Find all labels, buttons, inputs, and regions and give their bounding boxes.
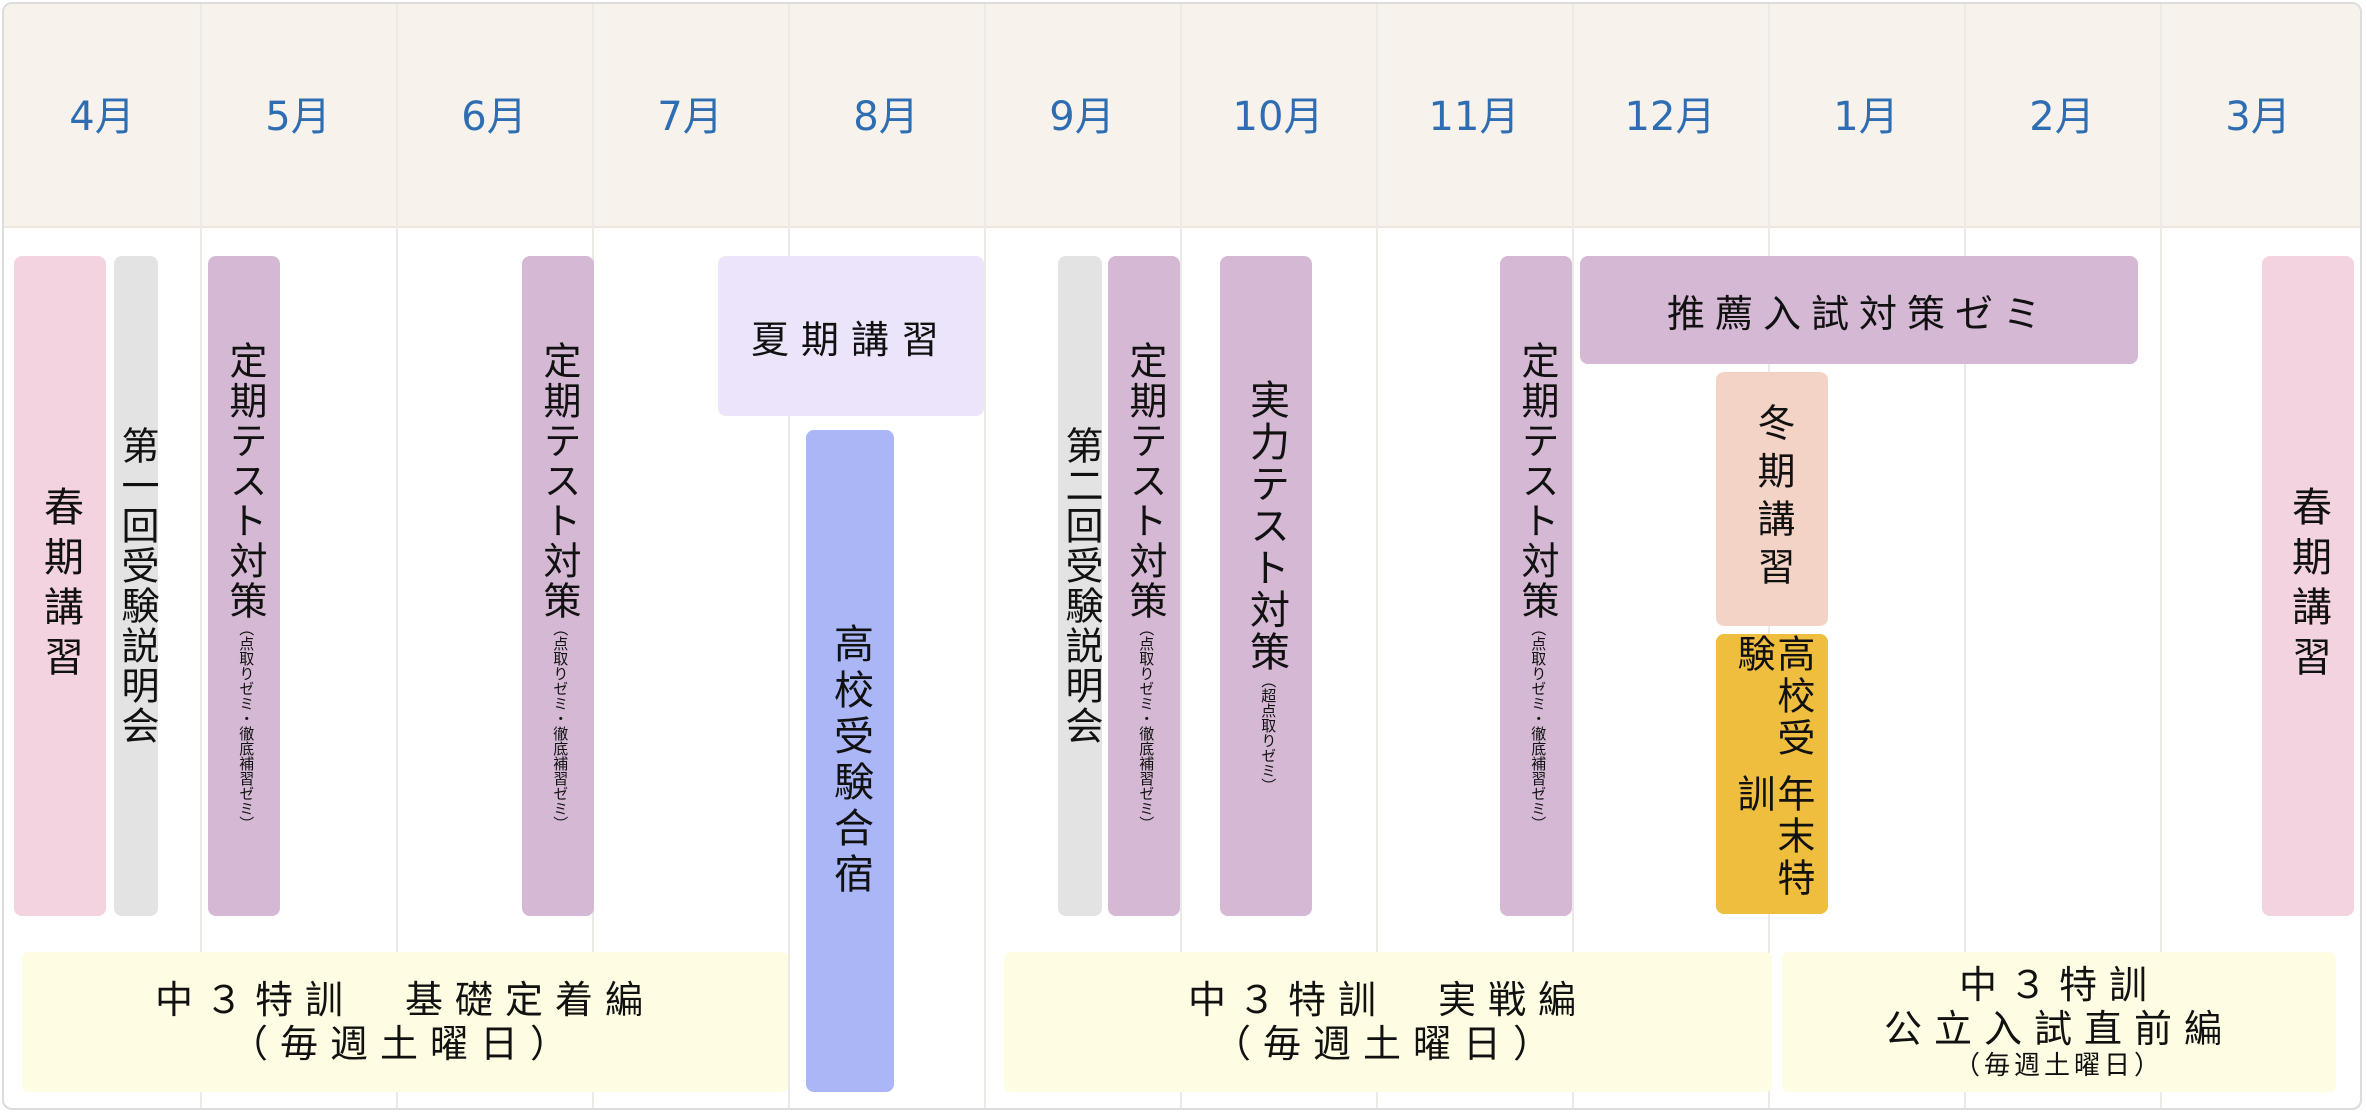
column-divider bbox=[1964, 4, 1966, 1108]
band-title: 中３特訓 実戦編 bbox=[1187, 978, 1588, 1022]
term-test-september: 定期テスト対策 （点取りゼミ・徹底補習ゼミ） bbox=[1108, 256, 1180, 916]
spring-course-march: 春期講習 bbox=[2262, 256, 2354, 916]
event-label: 夏期講習 bbox=[750, 317, 951, 362]
event-label: 定期テスト対策 bbox=[222, 341, 267, 621]
event-note: （点取りゼミ・徹底補習ゼミ） bbox=[1137, 621, 1156, 831]
proficiency-test-october: 実力テスト対策 （超点取りゼミ） bbox=[1220, 256, 1312, 916]
column-divider bbox=[396, 4, 398, 1108]
summer-course: 夏期講習 bbox=[718, 256, 984, 416]
month-april: 4月 bbox=[69, 94, 135, 140]
month-november: 11月 bbox=[1428, 94, 1520, 140]
exam-briefing-2: 第二回受験説明会 bbox=[1058, 256, 1103, 916]
event-label: 第二回受験説明会 bbox=[1058, 426, 1103, 746]
month-february: 2月 bbox=[2029, 94, 2095, 140]
month-december: 12月 bbox=[1624, 94, 1716, 140]
band-subtitle: 公立入試直前編 bbox=[1883, 1007, 2234, 1051]
band-basic: 中３特訓 基礎定着編 （毎週土曜日） bbox=[22, 952, 788, 1092]
band-public-exam: 中３特訓 公立入試直前編 （毎週土曜日） bbox=[1782, 952, 2336, 1092]
column-divider bbox=[984, 4, 986, 1108]
event-label-col2: 年末特訓 bbox=[1731, 774, 1815, 900]
column-divider bbox=[1376, 4, 1378, 1108]
event-note: （点取りゼミ・徹底補習ゼミ） bbox=[237, 621, 256, 831]
year-end-training: 高校受験 年末特訓 bbox=[1716, 634, 1828, 914]
column-divider bbox=[788, 4, 790, 1108]
band-schedule: （毎週土曜日） bbox=[1953, 1051, 2164, 1081]
event-label: 定期テスト対策 bbox=[536, 341, 581, 621]
event-label: 春期講習 bbox=[37, 486, 83, 686]
month-may: 5月 bbox=[265, 94, 331, 140]
event-note: （点取りゼミ・徹底補習ゼミ） bbox=[1529, 621, 1548, 831]
event-label: 第一回受験説明会 bbox=[114, 426, 159, 746]
month-september: 9月 bbox=[1049, 94, 1115, 140]
winter-course: 冬期講習 bbox=[1716, 372, 1828, 626]
month-october: 10月 bbox=[1232, 94, 1324, 140]
event-note: （超点取りゼミ） bbox=[1259, 673, 1278, 793]
spring-course-april: 春期講習 bbox=[14, 256, 106, 916]
event-label-col1: 高校受験 bbox=[1731, 634, 1815, 760]
term-test-may: 定期テスト対策 （点取りゼミ・徹底補習ゼミ） bbox=[208, 256, 280, 916]
month-august: 8月 bbox=[853, 94, 919, 140]
month-march: 3月 bbox=[2225, 94, 2291, 140]
band-schedule: （毎週土曜日） bbox=[1212, 1022, 1563, 1066]
event-label: 定期テスト対策 bbox=[1122, 341, 1167, 621]
event-label: 春期講習 bbox=[2285, 486, 2331, 686]
column-divider bbox=[1180, 4, 1182, 1108]
month-july: 7月 bbox=[657, 94, 723, 140]
band-title: 中３特訓 bbox=[1958, 963, 2159, 1007]
column-divider bbox=[200, 4, 202, 1108]
month-january: 1月 bbox=[1833, 94, 1899, 140]
band-schedule: （毎週土曜日） bbox=[229, 1022, 580, 1066]
event-label: 定期テスト対策 bbox=[1514, 341, 1559, 621]
band-title: 中３特訓 基礎定着編 bbox=[154, 978, 655, 1022]
event-label: 推薦入試対策ゼミ bbox=[1666, 291, 2051, 336]
band-practical: 中３特訓 実戦編 （毎週土曜日） bbox=[1004, 952, 1772, 1092]
exam-camp: 高校受験合宿 bbox=[806, 430, 894, 1092]
month-june: 6月 bbox=[461, 94, 527, 140]
term-test-june: 定期テスト対策 （点取りゼミ・徹底補習ゼミ） bbox=[522, 256, 594, 916]
column-divider bbox=[2160, 4, 2162, 1108]
exam-briefing-1: 第一回受験説明会 bbox=[114, 256, 159, 916]
recommendation-seminar: 推薦入試対策ゼミ bbox=[1580, 256, 2138, 364]
event-note: （点取りゼミ・徹底補習ゼミ） bbox=[551, 621, 570, 831]
event-label: 実力テスト対策 bbox=[1243, 379, 1289, 673]
term-test-november: 定期テスト対策 （点取りゼミ・徹底補習ゼミ） bbox=[1500, 256, 1572, 916]
column-divider bbox=[1572, 4, 1574, 1108]
event-label: 高校受験合宿 bbox=[827, 623, 873, 899]
event-label: 冬期講習 bbox=[1750, 403, 1795, 595]
